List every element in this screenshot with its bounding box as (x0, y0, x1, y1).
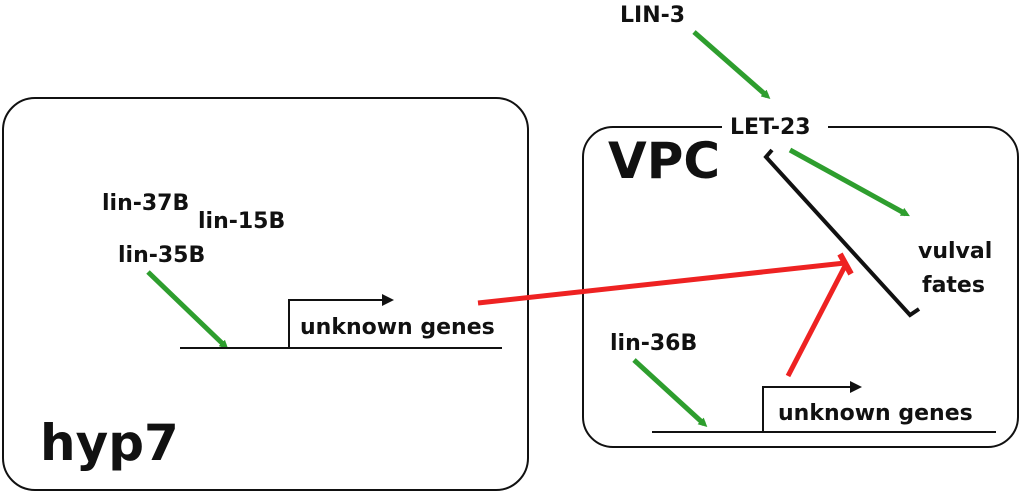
lin-36b-label: lin-36B (610, 331, 697, 356)
lin-35b-label: lin-35B (118, 243, 205, 268)
vpc-unknown-genes-label: unknown genes (778, 401, 973, 426)
vpc-title: VPC (608, 132, 720, 190)
lin-36b-activation-arrow (632, 358, 708, 428)
vpc-genes-inhibition-line (785, 264, 848, 378)
hyp7-genes-inhibition-line (477, 260, 846, 306)
lin-37b-label: lin-37B (102, 191, 189, 216)
let-23-label-mask (722, 112, 828, 142)
hyp7-synmuvb-activation-arrow (146, 270, 229, 350)
hyp7-unknown-genes-label: unknown genes (300, 315, 495, 340)
lin-3-label: LIN-3 (620, 3, 685, 28)
hyp7-cell-box (2, 97, 529, 491)
lin-3-activation-arrow (692, 30, 771, 99)
vulval-fates-label-line2: fates (922, 273, 985, 298)
vpc-promoter-bent-arrow (762, 386, 850, 432)
inhibition-bar (837, 252, 854, 276)
hyp7-promoter-arrowhead (382, 294, 394, 306)
hyp7-promoter-bent-arrow (288, 299, 382, 348)
let-23-activation-arrow (788, 147, 910, 217)
let-23-label: LET-23 (730, 115, 811, 140)
vpc-promoter-arrowhead (850, 381, 862, 393)
let-23-to-vulval-fates-bracket (763, 148, 921, 318)
lin-15b-label: lin-15B (198, 209, 285, 234)
hyp7-title: hyp7 (40, 414, 179, 472)
vulval-fates-label-line1: vulval (918, 239, 992, 264)
